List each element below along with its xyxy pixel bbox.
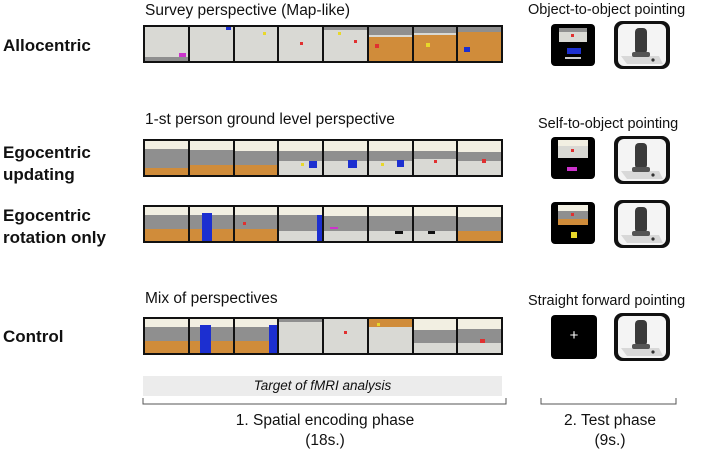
survey-frame [279, 27, 322, 61]
stimulus-strip-egocentric-rotation [143, 205, 503, 243]
survey-frame [368, 27, 412, 61]
row-label-egocentric-rotation-line2: rotation only [3, 228, 106, 247]
fmri-analysis-band: Target of fMRI analysis [143, 376, 502, 396]
stimulus-strip-control [143, 317, 503, 355]
first-person-frame [145, 141, 188, 175]
first-person-frame [368, 207, 412, 241]
mixed-frame [189, 319, 233, 353]
first-person-frame [458, 207, 501, 241]
first-person-frame [324, 141, 367, 175]
test-phase-bracket [540, 398, 677, 405]
mixed-frame [413, 319, 457, 353]
survey-frame [145, 27, 188, 61]
row-label-egocentric-updating-line2: updating [3, 165, 75, 184]
test-screen-self-to-object [551, 137, 595, 179]
test-screen-fixation: + [551, 315, 597, 359]
survey-frame [413, 27, 457, 61]
joystick-icon [614, 313, 670, 361]
row-label-control: Control [3, 327, 64, 346]
first-person-frame [145, 207, 188, 241]
encoding-phase-bracket [142, 398, 507, 405]
mixed-frame [234, 319, 278, 353]
first-person-frame [189, 141, 233, 175]
test-screen-object-to-object [551, 24, 595, 66]
first-person-frame [279, 207, 322, 241]
first-person-frame [413, 207, 457, 241]
test-screen-self-to-object-rotation [551, 202, 595, 244]
mixed-frame [145, 319, 188, 353]
first-person-frame [234, 207, 278, 241]
joystick-icon [614, 200, 670, 248]
first-person-frame [189, 207, 233, 241]
survey-frame [458, 27, 501, 61]
survey-frame [324, 27, 367, 61]
heading-survey-perspective: Survey perspective (Map-like) [145, 2, 351, 19]
test-phase-duration: (9s.) [594, 432, 626, 449]
survey-frame [189, 27, 233, 61]
mixed-frame [458, 319, 501, 353]
heading-first-person-perspective: 1-st person ground level perspective [145, 111, 395, 128]
row-label-egocentric-rotation-line1: Egocentric [3, 206, 91, 225]
first-person-frame [234, 141, 278, 175]
heading-object-to-object-pointing: Object-to-object pointing [528, 2, 686, 18]
first-person-frame [458, 141, 501, 175]
first-person-frame [368, 141, 412, 175]
first-person-frame [279, 141, 322, 175]
mixed-frame [324, 319, 367, 353]
row-label-allocentric: Allocentric [3, 36, 91, 55]
stimulus-strip-allocentric [143, 25, 503, 63]
first-person-frame [413, 141, 457, 175]
survey-frame [234, 27, 278, 61]
mixed-frame [368, 319, 412, 353]
encoding-phase-duration: (18s.) [305, 432, 345, 449]
joystick-icon [614, 136, 670, 184]
heading-straight-forward-pointing: Straight forward pointing [528, 293, 686, 309]
encoding-phase-title: 1. Spatial encoding phase [235, 412, 415, 429]
mixed-frame [279, 319, 322, 353]
first-person-frame [324, 207, 367, 241]
joystick-icon [614, 21, 670, 69]
heading-self-to-object-pointing: Self-to-object pointing [538, 116, 679, 132]
fixation-cross: + [569, 327, 579, 344]
stimulus-strip-egocentric-updating [143, 139, 503, 177]
test-phase-title: 2. Test phase [564, 412, 656, 429]
row-label-egocentric-updating-line1: Egocentric [3, 143, 91, 162]
heading-mix-of-perspectives: Mix of perspectives [145, 290, 278, 307]
